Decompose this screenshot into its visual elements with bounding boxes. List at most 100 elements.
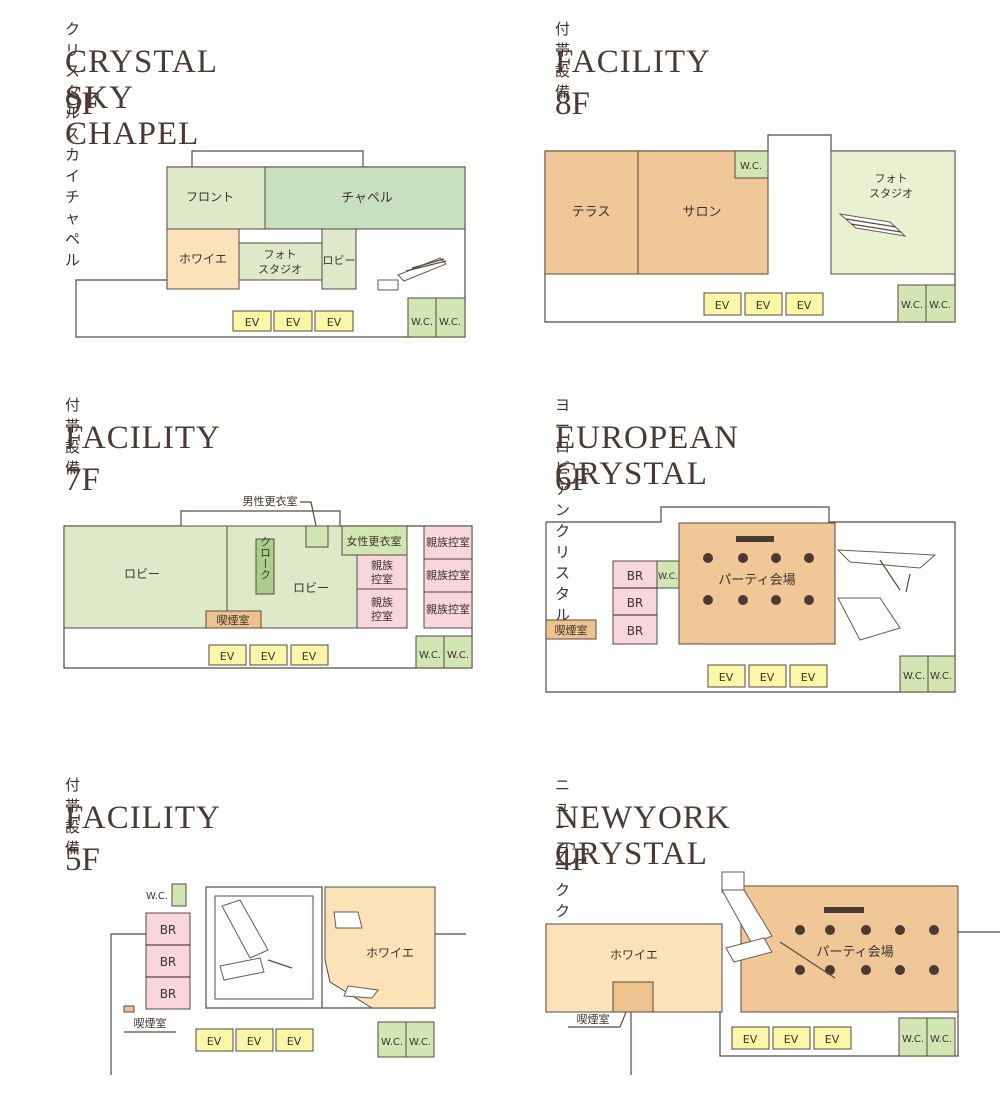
- ev-2: [273, 310, 313, 332]
- wc-label: W.C.: [902, 1034, 924, 1045]
- wc-label: W.C.: [439, 317, 461, 328]
- wc-top-label: W.C.: [740, 161, 762, 172]
- br-block: [612, 560, 658, 645]
- wc-label: W.C.: [903, 671, 925, 682]
- ev-label: EV: [743, 1033, 758, 1046]
- floor-number: 5F: [65, 842, 100, 878]
- ev-3: [813, 1026, 852, 1050]
- wc-label: W.C.: [930, 671, 952, 682]
- ev-1: [703, 292, 742, 316]
- floor-number: 7F: [65, 462, 100, 498]
- wc-label: W.C.: [901, 300, 923, 311]
- br-label: BR: [160, 923, 177, 937]
- foyer-label: ホワイエ: [179, 252, 227, 266]
- ev-1: [232, 310, 272, 332]
- photo-label-2: スタジオ: [869, 187, 913, 200]
- ev-2: [744, 292, 783, 316]
- floor-en-title: FACILITY: [65, 800, 221, 836]
- party-label: パーティ会場: [816, 945, 893, 960]
- salon-label: サロン: [682, 205, 721, 220]
- smoking-label: 喫煙室: [134, 1016, 167, 1030]
- ev-1: [208, 644, 247, 666]
- wc-label: W.C.: [419, 650, 441, 661]
- wc-label: W.C.: [409, 1037, 431, 1048]
- family-room-right-3: [423, 591, 473, 629]
- floor-number: 6F: [555, 462, 590, 498]
- chapel-room: [264, 166, 466, 230]
- floor-number: 8F: [555, 86, 590, 122]
- ev-label: EV: [760, 671, 775, 684]
- table-icons: [703, 553, 814, 605]
- floor-number: 4F: [555, 842, 590, 878]
- wc-label: W.C.: [411, 317, 433, 328]
- br-label: BR: [627, 596, 644, 610]
- wc-2: [405, 1021, 435, 1058]
- floor-en-title: FACILITY: [65, 420, 221, 456]
- family-room-label-1: 親族: [371, 595, 393, 609]
- wc-small-label: W.C.: [146, 891, 168, 902]
- floor-jp-title: 付帯設備: [65, 396, 82, 477]
- ev-label: EV: [719, 671, 734, 684]
- terrace-label: テラス: [572, 205, 611, 220]
- smoking-room: [205, 610, 262, 629]
- ev-label: EV: [715, 299, 730, 312]
- family-room-right-label: 親族控室: [426, 568, 470, 582]
- ev-label: EV: [247, 1035, 262, 1048]
- floor-jp-title: 付帯設備: [555, 20, 572, 101]
- photo-label-1: フォト: [875, 172, 908, 185]
- br-label: BR: [160, 955, 177, 969]
- photo-studio-room: [238, 242, 323, 281]
- ev-label: EV: [302, 650, 317, 663]
- family-room-right-label: 親族控室: [426, 535, 470, 549]
- stage-icon: [736, 536, 774, 542]
- floor-jp-title: ヨーロピアンクリスタル: [555, 396, 572, 624]
- ev-label: EV: [287, 1035, 302, 1048]
- wc-2: [926, 1017, 956, 1057]
- foyer-label: ホワイエ: [610, 948, 658, 962]
- floor-en-title: FACILITY: [555, 44, 711, 80]
- smoking-room: [123, 1005, 135, 1013]
- ev-label: EV: [784, 1033, 799, 1046]
- family-room-1: [356, 554, 408, 590]
- stairs-6f: [836, 549, 937, 641]
- wc-1: [897, 284, 927, 323]
- ev-1: [195, 1028, 234, 1052]
- family-room-label-2: 控室: [371, 609, 393, 623]
- family-room-right-label: 親族控室: [426, 602, 470, 616]
- photo-label-1: フォト: [264, 248, 297, 261]
- table-icons: [795, 925, 939, 975]
- ev-3: [314, 310, 354, 332]
- ev-2: [772, 1026, 811, 1050]
- ev-label: EV: [825, 1033, 840, 1046]
- ev-3: [785, 292, 824, 316]
- stage-icon: [824, 907, 864, 913]
- party-room: [678, 522, 836, 645]
- front-room: [166, 166, 266, 230]
- chapel-label: チャペル: [341, 191, 393, 206]
- photo-studio-room: [830, 150, 956, 275]
- ev-2: [249, 644, 288, 666]
- wc-1: [377, 1021, 407, 1058]
- lobby-center-label: ロビー: [293, 581, 329, 595]
- wc-2: [927, 655, 956, 693]
- floor-number: 9F: [65, 86, 100, 122]
- ev-label: EV: [245, 316, 260, 329]
- cloak-label: クローク: [259, 536, 272, 580]
- mens-dressing-leader: [300, 501, 319, 536]
- ev-label: EV: [797, 299, 812, 312]
- stairs-5f: [219, 899, 293, 981]
- ev-1: [707, 664, 746, 688]
- ev-3: [290, 644, 329, 666]
- wc-2: [925, 284, 956, 323]
- mens-dressing-label: 男性更衣室: [243, 494, 298, 508]
- ev-3: [789, 664, 828, 688]
- floor-en-title: NEWYORK CRYSTAL: [555, 800, 731, 872]
- smoking-room: [612, 981, 654, 1013]
- ev-label: EV: [756, 299, 771, 312]
- wc-small-label: W.C.: [658, 572, 678, 582]
- wc-top: [734, 150, 769, 179]
- womens-dressing-room: [341, 525, 408, 556]
